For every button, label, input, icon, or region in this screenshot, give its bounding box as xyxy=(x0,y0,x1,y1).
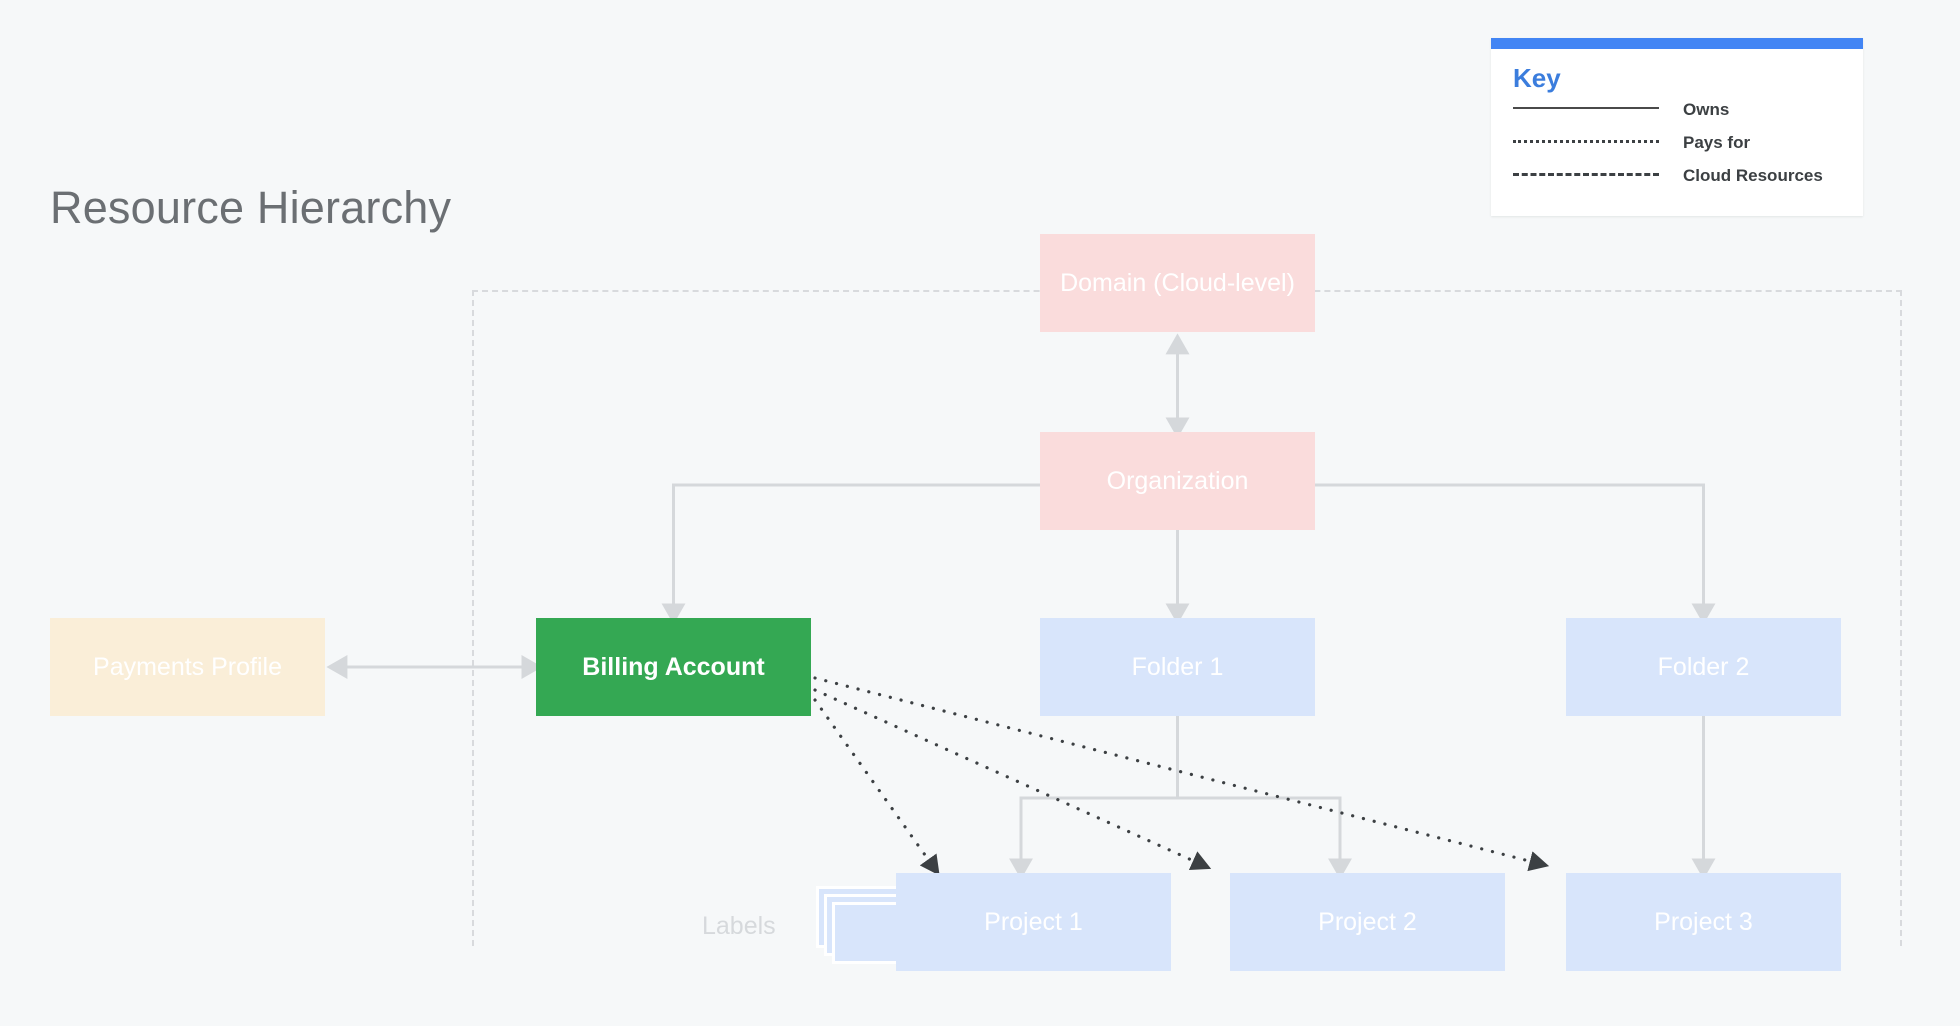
key-label-cloud-resources: Cloud Resources xyxy=(1683,166,1823,185)
key-label-pays-for: Pays for xyxy=(1683,133,1751,152)
node-payments-profile[interactable]: Payments Profile xyxy=(50,618,325,716)
edge-organization-folder2 xyxy=(1315,483,1716,625)
node-project-2-label: Project 2 xyxy=(1318,908,1417,936)
edge-organization-billing xyxy=(661,483,1040,625)
edge-billing-project1-paysfor xyxy=(813,698,940,876)
node-project-3-label: Project 3 xyxy=(1654,908,1753,936)
node-payments-profile-label: Payments Profile xyxy=(93,653,282,681)
node-project-3[interactable]: Project 3 xyxy=(1566,873,1841,971)
key-label-owns: Owns xyxy=(1683,100,1730,119)
node-project-1-label: Project 1 xyxy=(984,908,1083,936)
key-accent-bar xyxy=(1491,38,1863,49)
dashed-line-icon xyxy=(1513,165,1659,183)
key-legend-card: Key Owns Pays for Cloud Resources xyxy=(1491,38,1863,216)
node-folder-1[interactable]: Folder 1 xyxy=(1040,618,1315,716)
dotted-line-icon xyxy=(1513,132,1659,150)
node-organization[interactable]: Organization xyxy=(1040,432,1315,530)
page-title: Resource Hierarchy xyxy=(50,182,452,233)
node-billing-account[interactable]: Billing Account xyxy=(536,618,811,716)
node-organization-label: Organization xyxy=(1106,467,1249,495)
key-heading: Key xyxy=(1513,63,1561,93)
key-body: Key Owns Pays for Cloud Resources xyxy=(1491,49,1863,216)
solid-line-icon xyxy=(1513,99,1659,117)
edge-folder1-project1 xyxy=(1009,796,1178,880)
key-row-cloud-resources: Cloud Resources xyxy=(1513,165,1845,186)
node-domain-label: Domain (Cloud-level) xyxy=(1060,269,1295,297)
key-row-pays-for: Pays for xyxy=(1513,132,1845,153)
node-project-2[interactable]: Project 2 xyxy=(1230,873,1505,971)
labels-group-label: Labels xyxy=(702,912,776,940)
node-folder-2[interactable]: Folder 2 xyxy=(1566,618,1841,716)
node-folder-2-label: Folder 2 xyxy=(1657,653,1750,681)
node-project-1[interactable]: Project 1 xyxy=(896,873,1171,971)
node-domain[interactable]: Domain (Cloud-level) xyxy=(1040,234,1315,332)
key-row-owns: Owns xyxy=(1513,99,1845,120)
edge-folder1-project2 xyxy=(1177,796,1352,880)
node-billing-account-label: Billing Account xyxy=(582,653,765,681)
node-folder-1-label: Folder 1 xyxy=(1131,653,1224,681)
